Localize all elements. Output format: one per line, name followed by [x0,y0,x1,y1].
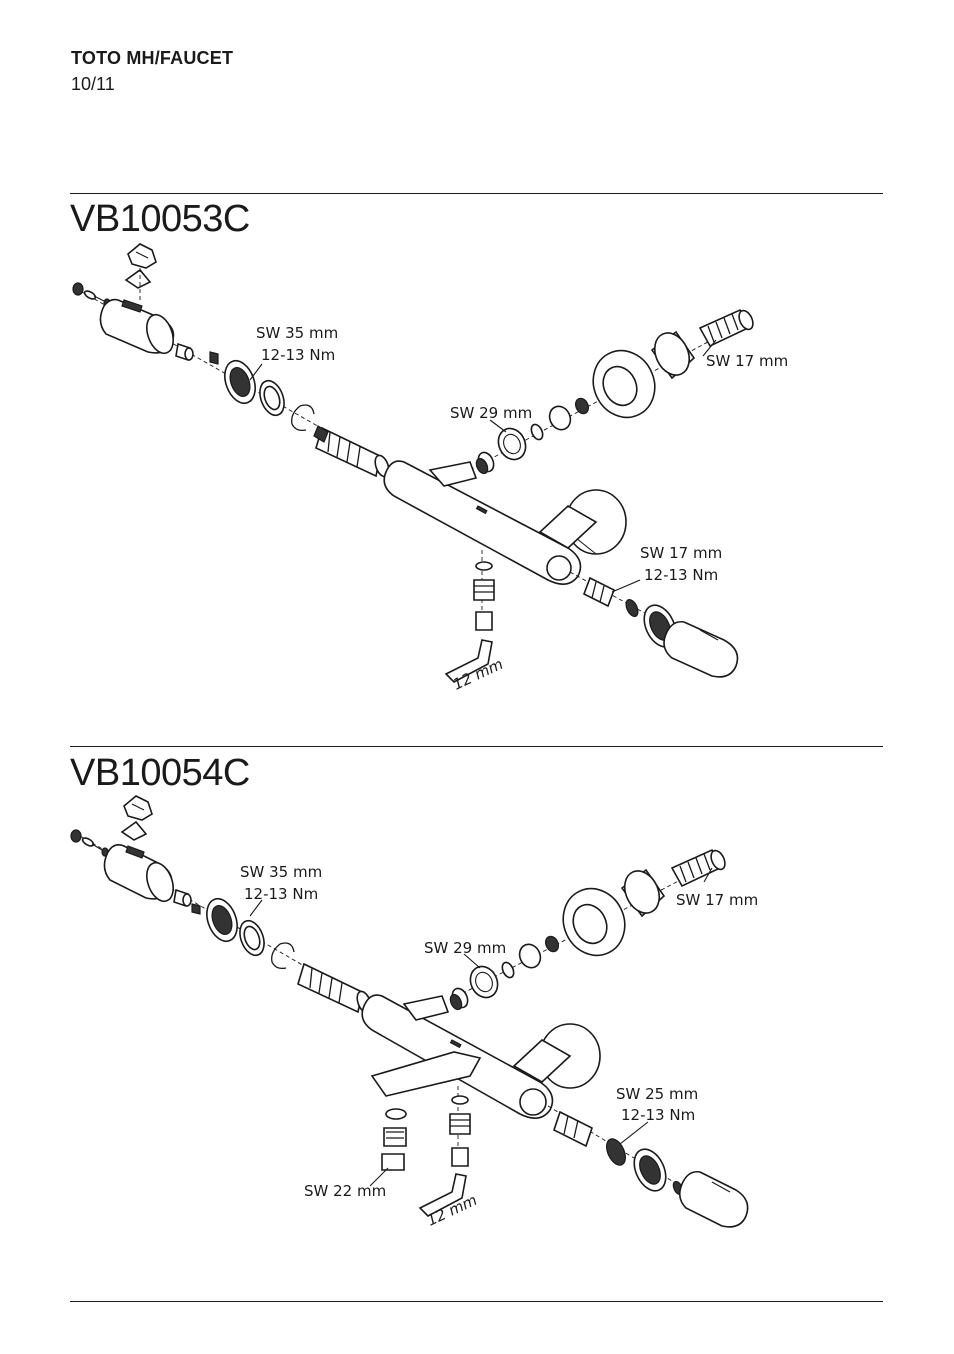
screw-cap-part [72,282,111,308]
circlip-part [271,942,295,970]
leader-line [611,579,641,593]
faucet-body-part [361,994,601,1119]
leader-line [489,419,507,433]
leader-line [619,1121,649,1145]
leader-line [463,953,481,969]
diverter-parts [444,550,495,683]
label-sw17-right: SW 17 mm [640,544,722,562]
label-torque-right: 12-13 Nm [621,1106,695,1124]
label-torque: 12-13 Nm [244,885,318,903]
label-sw29: SW 29 mm [424,939,506,957]
leader-line [249,363,263,381]
leader-line [369,1167,389,1187]
sleeve-part [173,888,201,915]
label-sw35: SW 35 mm [240,863,322,881]
spout-part [370,1051,482,1097]
thermostatic-cartridge-part [297,962,372,1014]
label-sw17: SW 17 mm [676,891,758,909]
label-sw35: SW 35 mm [256,324,338,342]
faucet-body-part [383,460,627,585]
sleeve-part [175,342,219,365]
label-sw17: SW 17 mm [706,352,788,370]
leader-line [249,899,263,917]
right-handle-parts [547,1105,749,1228]
thermostatic-cartridge-part [313,425,390,478]
hex-key-part [418,1173,467,1217]
label-sw22: SW 22 mm [304,1182,386,1200]
model-title-1: VB10053C [70,198,250,240]
lever-clip-part [124,243,157,300]
exploded-view-diagram-1: SW 35 mm 12-13 Nm SW 29 mm SW 17 mm SW 1… [72,243,788,694]
aerator-parts [381,1108,407,1171]
right-handle-parts [569,571,739,678]
model-title-2: VB10054C [70,752,250,794]
section-divider-top [70,193,883,194]
page-number: 10/11 [71,74,115,94]
circlip-part [291,404,315,432]
inlet-fitting-parts [475,308,754,475]
screw-cap-part [70,829,109,857]
thermostat-handle-part [99,298,175,355]
adapter-ring-part [206,897,265,957]
brand-title: TOTO MH/FAUCET [71,48,234,68]
label-torque: 12-13 Nm [261,346,335,364]
inlet-fitting-parts [449,848,726,1011]
adapter-ring-part [224,359,285,417]
lever-clip-part [120,795,153,841]
diverter-parts [418,1086,471,1217]
leader-line [703,867,713,883]
section-divider-bottom [70,1301,883,1302]
hex-key-part [444,639,493,683]
exploded-view-diagram-2: SW 35 mm 12-13 Nm SW 29 mm SW 17 mm SW 2… [70,795,758,1230]
section-divider-middle [70,746,883,747]
thermostat-handle-part [103,844,174,903]
label-sw29: SW 29 mm [450,404,532,422]
leader-line [702,339,717,357]
label-sw25: SW 25 mm [616,1085,698,1103]
label-torque-right: 12-13 Nm [644,566,718,584]
